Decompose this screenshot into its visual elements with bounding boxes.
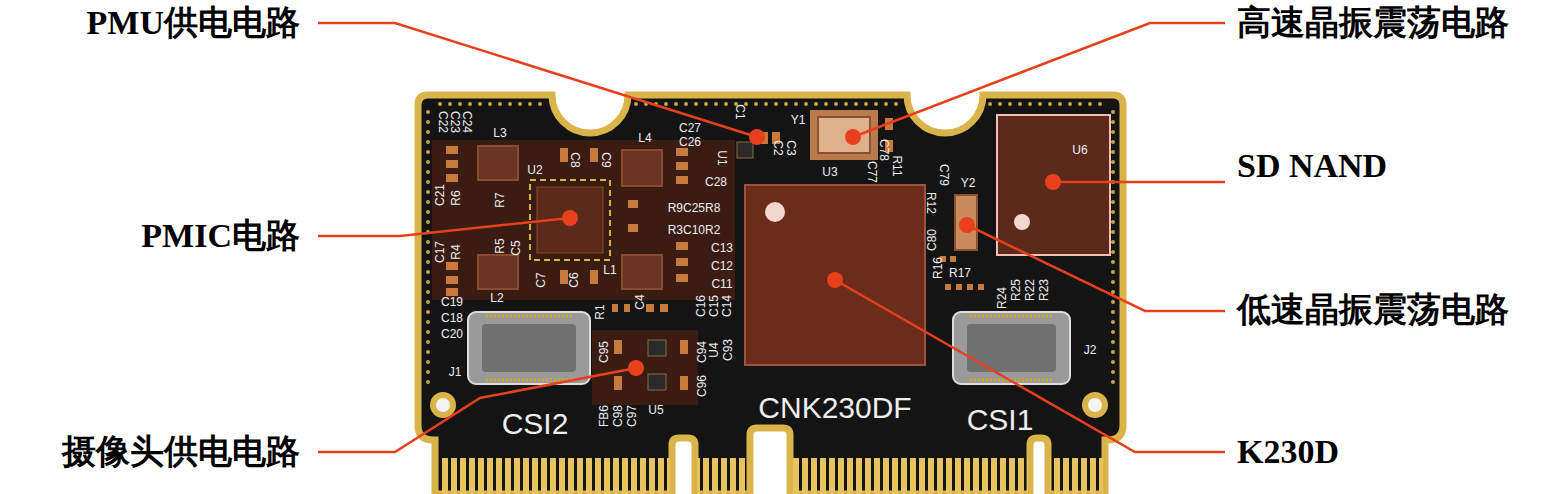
silkscreen-label: C14 bbox=[721, 295, 733, 317]
silkscreen-label: R1 bbox=[594, 304, 606, 319]
silkscreen-label: C94 bbox=[696, 341, 708, 363]
silkscreen-label: C79 bbox=[938, 164, 950, 186]
silkscreen-label: C28 bbox=[705, 176, 727, 188]
crystal-y1 bbox=[810, 110, 878, 160]
silkscreen-label: C20 bbox=[441, 328, 463, 340]
silkscreen-label: L3 bbox=[493, 127, 506, 139]
crystal-y2 bbox=[955, 195, 977, 250]
silkscreen-label: C6 bbox=[568, 272, 580, 287]
callout-label: 低速晶振震荡电路 bbox=[1237, 293, 1509, 327]
silkscreen-label: R17 bbox=[949, 267, 971, 279]
silkscreen-label: R11 bbox=[891, 155, 903, 176]
silkscreen-label: U2 bbox=[527, 164, 542, 176]
capacitor-pads bbox=[446, 118, 984, 390]
k230d-chip bbox=[745, 185, 925, 365]
silkscreen-label: J2 bbox=[1084, 344, 1097, 356]
silkscreen-label: C11 bbox=[711, 278, 732, 290]
callout-label: PMIC电路 bbox=[141, 219, 300, 253]
silkscreen-label: CNK230DF bbox=[758, 393, 911, 423]
silkscreen-label: R3C10R2 bbox=[668, 224, 721, 236]
silkscreen-label: C95 bbox=[598, 341, 610, 363]
callout-label: 高速晶振震荡电路 bbox=[1237, 6, 1509, 40]
silkscreen-label: R9C25R8 bbox=[668, 202, 721, 214]
silkscreen-label: Y1 bbox=[791, 114, 806, 126]
silkscreen-label: C77 bbox=[866, 161, 878, 183]
silkscreen-label: U4 bbox=[708, 342, 720, 357]
silkscreen-label: CSI2 bbox=[502, 409, 569, 439]
silkscreen-label: FB6 bbox=[598, 405, 610, 427]
silkscreen-label: L4 bbox=[638, 132, 651, 144]
silkscreen-label: J1 bbox=[449, 366, 462, 378]
pin1-mark bbox=[1014, 214, 1030, 230]
silkscreen-label: R23 bbox=[1038, 279, 1050, 301]
silkscreen-label: C9 bbox=[600, 152, 612, 167]
silkscreen-label: C13 bbox=[711, 242, 733, 254]
leader-line bbox=[318, 23, 1225, 452]
silkscreen-label: C17 bbox=[434, 241, 446, 263]
silkscreen-label: L1 bbox=[603, 264, 616, 276]
silkscreen-label: C7 bbox=[535, 272, 547, 287]
silkscreen-label: Y2 bbox=[961, 177, 976, 189]
silkscreen-label: U3 bbox=[822, 166, 837, 178]
silkscreen-label: C4 bbox=[634, 294, 646, 309]
sd-nand-chip bbox=[997, 115, 1110, 255]
callout-dot bbox=[562, 129, 1061, 376]
silkscreen-label: C78 bbox=[878, 139, 890, 161]
silkscreen-label: C98 bbox=[612, 405, 624, 427]
silkscreen-label: R22 bbox=[1024, 279, 1036, 301]
silkscreen-label: CSI1 bbox=[967, 405, 1034, 435]
silkscreen-label: R6 bbox=[450, 190, 462, 205]
silkscreen-label: C93 bbox=[722, 339, 734, 361]
silkscreen-label: R16 bbox=[932, 257, 944, 279]
crystal-y1-top bbox=[818, 117, 870, 153]
silkscreen-label: C1 bbox=[734, 104, 746, 119]
silkscreen-label: R5 bbox=[494, 238, 506, 253]
callout-label: 摄像头供电电路 bbox=[62, 435, 300, 469]
silkscreen-label: C23 bbox=[449, 111, 461, 133]
silkscreen-label: C12 bbox=[711, 260, 733, 272]
inductors bbox=[478, 146, 662, 289]
silkscreen-label: R7 bbox=[494, 192, 506, 207]
silkscreen-label: C27 bbox=[679, 122, 701, 134]
silkscreen-label: C18 bbox=[441, 312, 463, 324]
silkscreen-label: C22 bbox=[437, 111, 449, 133]
silkscreen-label: L2 bbox=[490, 292, 503, 304]
silkscreen-label: C96 bbox=[696, 375, 708, 397]
silkscreen-label: C3 bbox=[785, 140, 797, 155]
silkscreen-label: C97 bbox=[626, 405, 638, 427]
silkscreen-label: C80 bbox=[926, 229, 938, 251]
silkscreen-label: C5 bbox=[510, 240, 522, 255]
silkscreen-label: C8 bbox=[569, 152, 581, 167]
callout-label: SD NAND bbox=[1237, 149, 1387, 183]
silkscreen-label: C16 bbox=[695, 295, 707, 317]
pcb-board bbox=[418, 95, 1123, 494]
silkscreen-label: C15 bbox=[708, 295, 720, 317]
silkscreen-label: C26 bbox=[679, 136, 701, 148]
callout-label: K230D bbox=[1237, 435, 1339, 469]
silkscreen-label: C19 bbox=[441, 296, 463, 308]
silkscreen-label: R12 bbox=[925, 192, 937, 214]
silkscreen-label: U1 bbox=[716, 150, 728, 165]
silkscreen-label: U5 bbox=[648, 404, 663, 416]
silkscreen-label: R4 bbox=[450, 244, 462, 259]
camera-copper bbox=[592, 330, 698, 405]
silkscreen-label: C24 bbox=[461, 111, 473, 133]
edge-fingers bbox=[440, 458, 1103, 494]
pin1-mark bbox=[765, 202, 785, 222]
silkscreen-label: R24 bbox=[996, 287, 1008, 309]
silkscreen-label: C2 bbox=[772, 140, 784, 155]
silkscreen-label: C21 bbox=[434, 184, 446, 206]
silkscreen-label: U6 bbox=[1072, 144, 1087, 156]
csi-connector bbox=[468, 312, 1070, 384]
pmic-copper bbox=[432, 140, 735, 300]
small-chips bbox=[648, 142, 753, 390]
silkscreen-label: R25 bbox=[1010, 279, 1022, 301]
callout-label: PMU供电电路 bbox=[87, 6, 300, 40]
